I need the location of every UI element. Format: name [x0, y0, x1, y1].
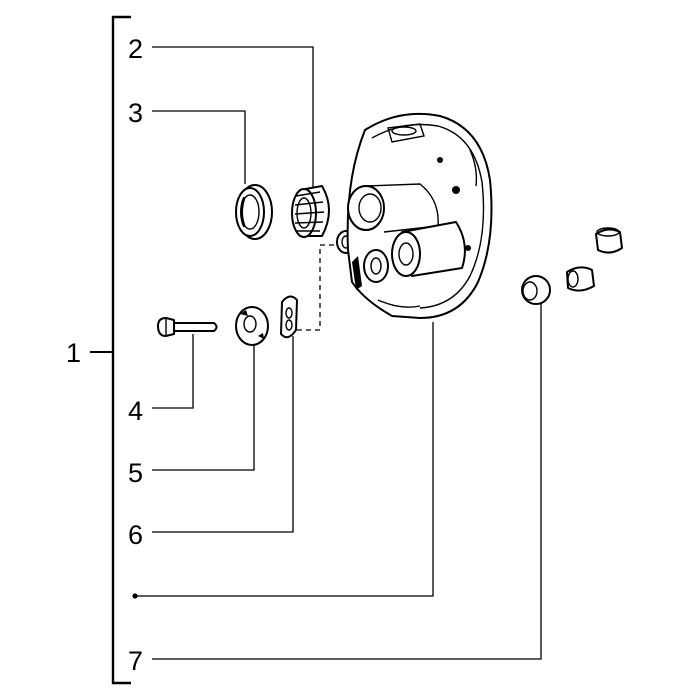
assembly-bracket	[90, 15, 131, 685]
callout-7: 7	[128, 646, 143, 676]
cover-housing-part	[346, 112, 493, 319]
seal-ring-part	[235, 184, 273, 240]
callout-3: 3	[128, 98, 143, 128]
bearing-set-part	[521, 227, 623, 305]
callout-4: 4	[128, 396, 143, 426]
leader-lines	[135, 46, 542, 660]
leader-dot	[132, 593, 138, 599]
callout-6: 6	[128, 520, 143, 550]
needle-bearing-part	[291, 185, 330, 238]
washer-part	[235, 306, 269, 346]
callout-1: 1	[66, 338, 81, 368]
callout-5: 5	[128, 458, 143, 488]
gasket-plate-part	[280, 295, 298, 339]
callout-2: 2	[128, 34, 143, 64]
screw-part	[157, 317, 218, 337]
